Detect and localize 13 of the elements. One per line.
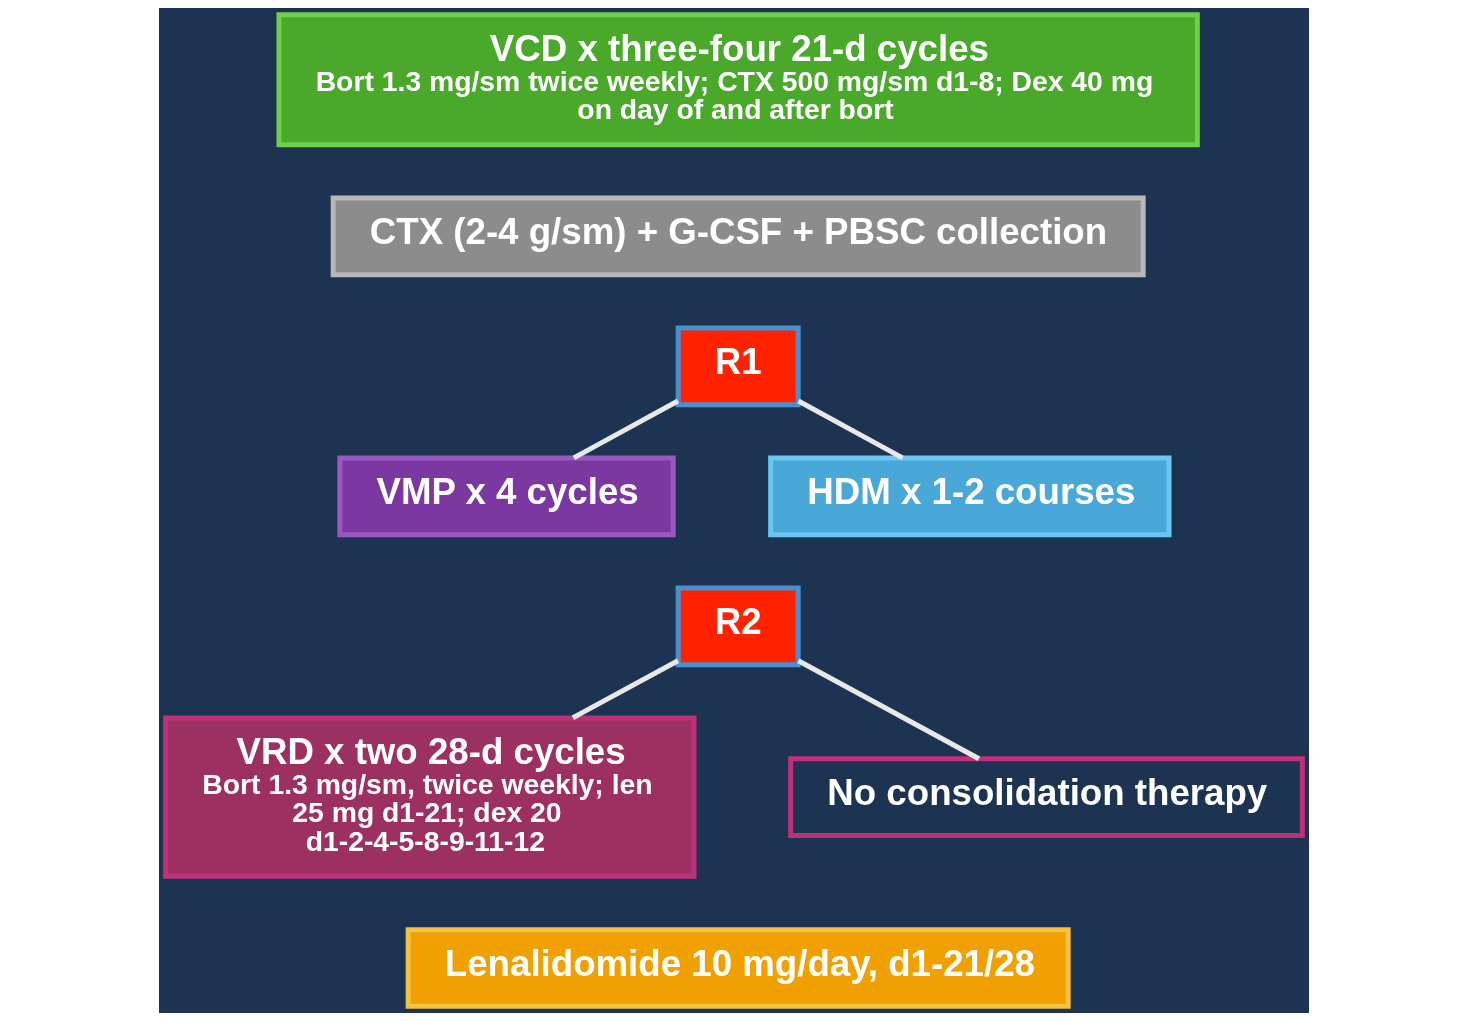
connector <box>796 658 980 761</box>
node-box: R2 <box>675 585 801 668</box>
node-box: No consolidation therapy <box>787 756 1305 838</box>
connector <box>796 398 904 461</box>
connector <box>571 658 679 720</box>
node-box: VCD x three-four 21-d cycles Bort 1.3 mg/sm twice weekly; CTX 500 mg/sm d1-8; Dex 40 mg on day of and after bort <box>276 12 1200 148</box>
node-box: R1 <box>675 325 801 408</box>
node-box: HDM x 1-2 courses <box>767 455 1171 538</box>
node-box: CTX (2-4 g/sm) + G-CSF + PBSC collection <box>330 195 1146 278</box>
node-box: VRD x two 28-d cycles Bort 1.3 mg/sm, twice weekly; len 25 mg d1-21; dex 20 d1-2-4-5-8-9-11-12 <box>162 715 696 879</box>
connector <box>572 398 679 461</box>
node-box: VMP x 4 cycles <box>336 455 676 538</box>
node-box: Lenalidomide 10 mg/day, d1-21/28 <box>405 927 1071 1009</box>
